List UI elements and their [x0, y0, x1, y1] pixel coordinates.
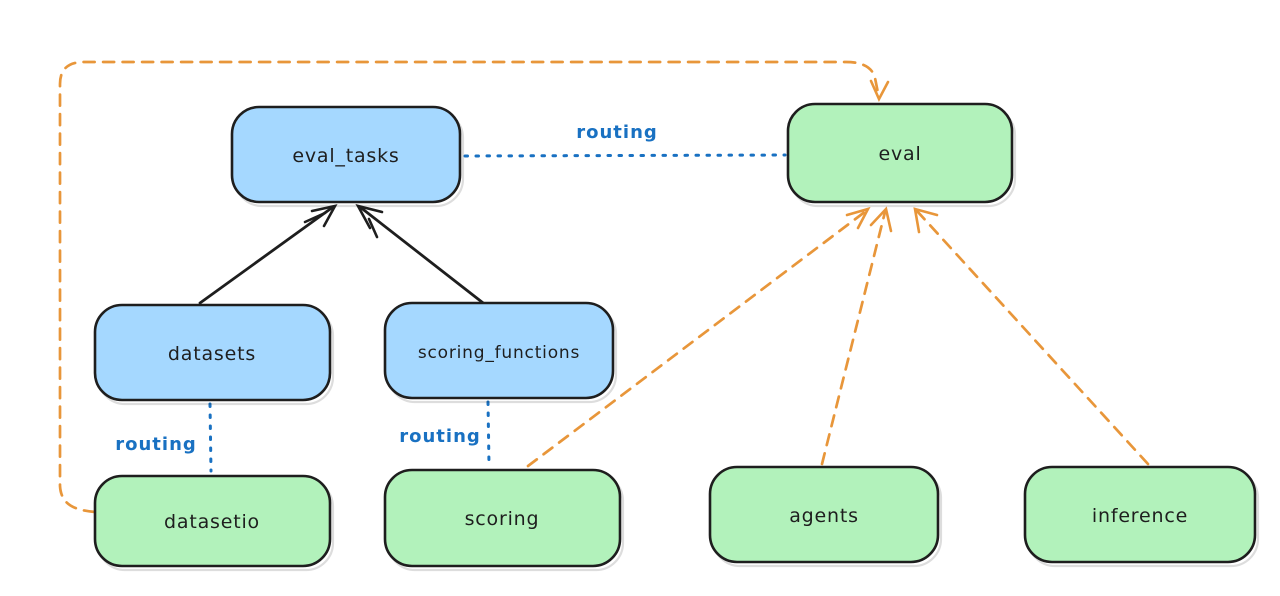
edge-scoring-eval-arrow [526, 206, 871, 468]
node-inference-box [1023, 465, 1257, 564]
node-agents-label: agents [789, 505, 859, 527]
routing-label-scoring: routing [399, 426, 481, 447]
node-eval: eval [786, 102, 1017, 208]
node-scoring-functions: scoring_functions [383, 301, 618, 404]
node-eval-label: eval [878, 143, 921, 165]
edge-inference-eval-arrow [913, 207, 1150, 466]
node-eval-tasks-box [230, 105, 462, 204]
node-eval-tasks: eval_tasks [230, 105, 465, 208]
edge-scoring-functions-scoring-routing [486, 400, 491, 467]
arrowhead-black-right [355, 204, 384, 230]
node-scoring: scoring [383, 468, 625, 572]
arrowhead-black-right-2 [367, 217, 379, 239]
node-scoring-functions-label: scoring_functions [418, 343, 580, 363]
node-eval-box [786, 102, 1014, 204]
arrowhead-orange-eval-mid [869, 206, 893, 233]
routing-label-top: routing [576, 122, 658, 143]
node-scoring-box [383, 468, 622, 568]
edge-datasets-eval-tasks-arrow [198, 204, 338, 305]
edge-scoring-functions-eval-tasks-arrow [355, 204, 489, 308]
node-inference-label: inference [1092, 505, 1188, 527]
node-scoring-label: scoring [465, 508, 540, 530]
node-agents: agents [708, 465, 943, 568]
node-agents-box [708, 465, 940, 564]
routing-label-datasetio: routing [115, 434, 197, 455]
node-scoring-functions-box [383, 301, 615, 400]
node-datasets-label: datasets [168, 343, 256, 365]
edge-datasetio-eval-arrow [58, 60, 890, 514]
node-datasets-box [93, 303, 332, 402]
arrowhead-orange-eval-top [869, 79, 890, 102]
node-eval-tasks-label: eval_tasks [292, 145, 399, 167]
node-datasetio-box [93, 474, 332, 568]
node-datasetio: datasetio [93, 474, 335, 572]
node-datasetio-label: datasetio [164, 511, 260, 533]
edge-datasets-datasetio-routing [208, 402, 213, 473]
node-inference: inference [1023, 465, 1260, 568]
arrowhead-orange-eval-left [845, 206, 871, 230]
node-datasets: datasets [93, 303, 335, 406]
arrowhead-black-left [310, 204, 338, 228]
arrowhead-black-left-2 [303, 211, 327, 224]
edge-eval-tasks-eval-routing [463, 153, 787, 158]
edge-agents-eval-arrow [820, 206, 893, 466]
arrowhead-orange-eval-right [913, 207, 939, 234]
